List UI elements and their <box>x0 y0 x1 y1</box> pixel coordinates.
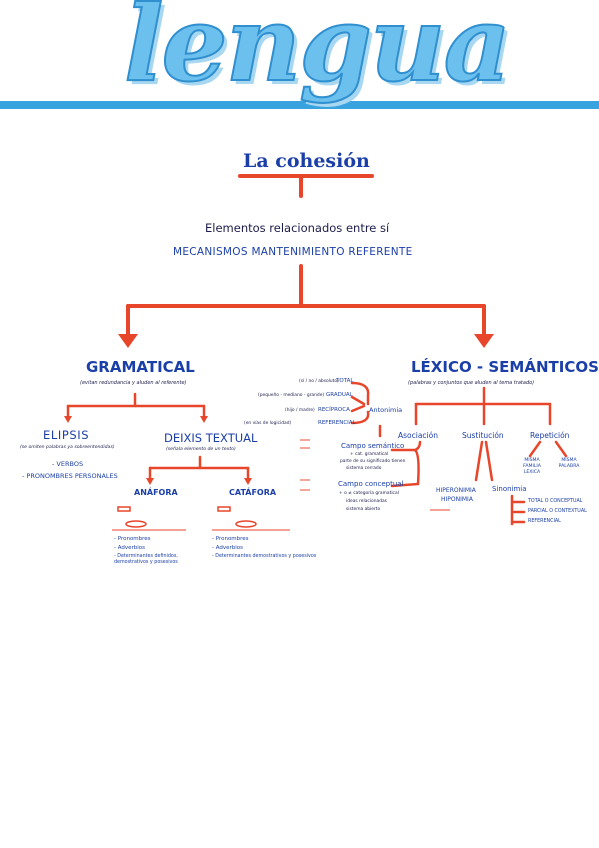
main-arrowheads <box>118 334 494 348</box>
page-title-label: lengua <box>123 0 512 105</box>
sinonimia-total: TOTAL O CONCEPTUAL <box>528 499 583 504</box>
anafora-heading: ANÁFORA <box>134 488 178 497</box>
sinonimia-parcial: PARCIAL O CONTEXTUAL <box>528 509 587 514</box>
campo-semantico: Campo semántico <box>341 442 405 450</box>
anafora-item-1: - Pronombres <box>114 536 151 542</box>
repeticion-heading: Repetición <box>530 431 570 440</box>
hiperonimia-label: HIPERONIMIA <box>436 487 476 494</box>
hiponimia-label: HIPONIMIA <box>441 496 473 503</box>
page-title-text: lengua <box>123 0 512 97</box>
campo-conceptual: Campo conceptual <box>338 480 404 488</box>
catafora-heading: CATÁFORA <box>229 488 277 497</box>
page-title: lengua <box>128 0 515 100</box>
antonimia-referencial: REFERENCIAL <box>318 420 356 426</box>
campo-conceptual-note-1: + o ≠ categoría gramatical <box>339 491 399 496</box>
deixis-heading: DEIXIS TEXTUAL <box>164 431 258 445</box>
campo-semantico-note-3: sistema cerrado <box>346 466 382 471</box>
antonimia-gradual: GRADUAL <box>326 392 353 398</box>
campo-semantico-note-1: + cat. gramatical <box>350 452 389 457</box>
repeticion-familia: MISMA FAMILIA LÉXICA <box>523 458 541 475</box>
antonimia-reciproca: RECÍPROCA <box>318 407 350 413</box>
anafora-item-3: - Determinantes definidos, demostrativos… <box>114 554 178 565</box>
sinonimia-referencial: REFERENCIAL <box>528 519 561 524</box>
repeticion-palabra: MISMA PALABRA <box>558 458 580 469</box>
gramatical-note: (evitan redundancia y aluden al referent… <box>80 380 187 386</box>
catafora-circle <box>235 520 257 528</box>
catafora-item-1: - Pronombres <box>212 536 249 542</box>
elipsis-item-verbos: - VERBOS <box>52 460 84 468</box>
title-rule <box>0 101 599 109</box>
catafora-item-3: - Determinantes demostrativos y posesivo… <box>212 554 317 559</box>
antonimia-note-4: (en vías de logicidad) <box>244 421 292 426</box>
intro-line-2: MECANISMOS MANTENIMIENTO REFERENTE <box>173 246 413 258</box>
main-topic: La cohesión <box>243 150 370 172</box>
catafora-item-2: - Adverbios <box>212 545 244 551</box>
lexico-heading: LÉXICO - SEMÁNTICOS <box>411 358 599 376</box>
catafora-box <box>217 506 231 512</box>
page-title-shadow: lengua <box>128 0 515 109</box>
sinonimia-label: Sinonimia <box>492 485 527 493</box>
anafora-item-2: - Adverbios <box>114 545 146 551</box>
campo-conceptual-note-3: sistema abierto <box>346 507 381 512</box>
anafora-box <box>117 506 131 512</box>
asociacion-heading: Asociación <box>398 431 438 440</box>
intro-line-1: Elementos relacionados entre sí <box>205 221 390 235</box>
campo-semantico-note-2: parte de su significado tienen <box>340 459 406 464</box>
antonimia-label: Antonimia <box>369 406 403 414</box>
antonimia-note-2: (pequeño - mediano - grande) <box>258 393 325 398</box>
gramatical-heading: GRAMATICAL <box>86 358 195 376</box>
elipsis-heading: ELIPSIS <box>43 428 90 442</box>
antonimia-total: TOTAL <box>336 378 354 384</box>
antonimia-note-1: (sí / no / absoluto) <box>299 379 339 384</box>
lexico-note: (palabras y conjuntos que aluden al tema… <box>408 380 535 386</box>
sustitucion-heading: Sustitución <box>462 431 504 440</box>
anafora-circle <box>125 520 147 528</box>
deixis-note: (señala elemento de un texto) <box>166 447 236 452</box>
elipsis-note: (se omiten palabras ya sobreentendidas) <box>20 445 115 450</box>
elipsis-item-pronombres: - PRONOMBRES PERSONALES <box>22 472 118 480</box>
campo-conceptual-note-2: ideas relacionadas <box>346 499 387 504</box>
antonimia-note-3: (hijo / madre) <box>285 408 315 413</box>
